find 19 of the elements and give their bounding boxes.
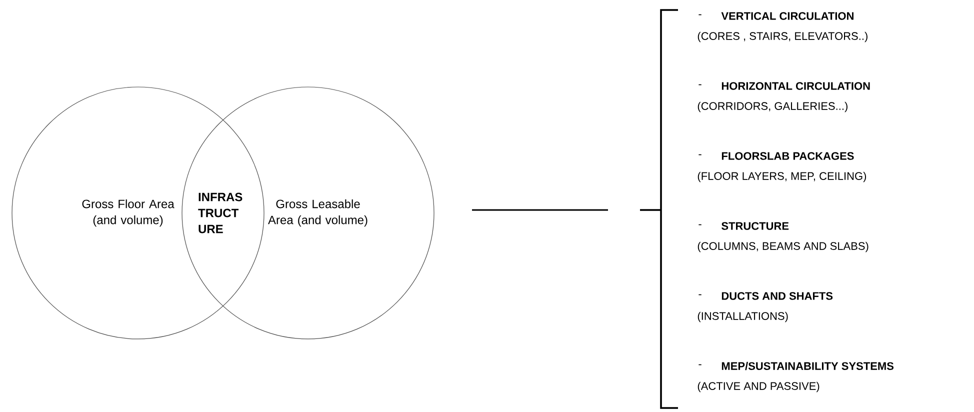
list-dash: - (698, 154, 702, 156)
list-detail: (INSTALLATIONS) (698, 312, 788, 322)
list-detail: (CORES , STAIRS, ELEVATORS..) (698, 32, 868, 42)
list-dash: - (698, 364, 702, 366)
intersection-label: INFRAS TRUCT URE (198, 192, 242, 234)
list-dash: - (698, 224, 702, 226)
list-dash: - (698, 294, 702, 296)
list-heading: VERTICAL CIRCULATION (721, 12, 854, 20)
list-heading: FLOORSLAB PACKAGES (722, 152, 854, 160)
list-detail: (FLOOR LAYERS, MEP, CEILING) (698, 172, 866, 182)
list-detail: (ACTIVE AND PASSIVE) (698, 382, 820, 392)
list-dash: - (698, 14, 702, 16)
list-heading: HORIZONTAL CIRCULATION (722, 82, 870, 90)
list-heading: MEP/SUSTAINABILITY SYSTEMS (722, 362, 894, 370)
list-dash: - (698, 84, 702, 86)
list-heading: STRUCTURE (722, 222, 789, 230)
list-detail: (COLUMNS, BEAMS AND SLABS) (698, 242, 868, 252)
list-detail: (CORRIDORS, GALLERIES...) (698, 102, 848, 112)
list-heading: DUCTS AND SHAFTS (722, 292, 833, 300)
